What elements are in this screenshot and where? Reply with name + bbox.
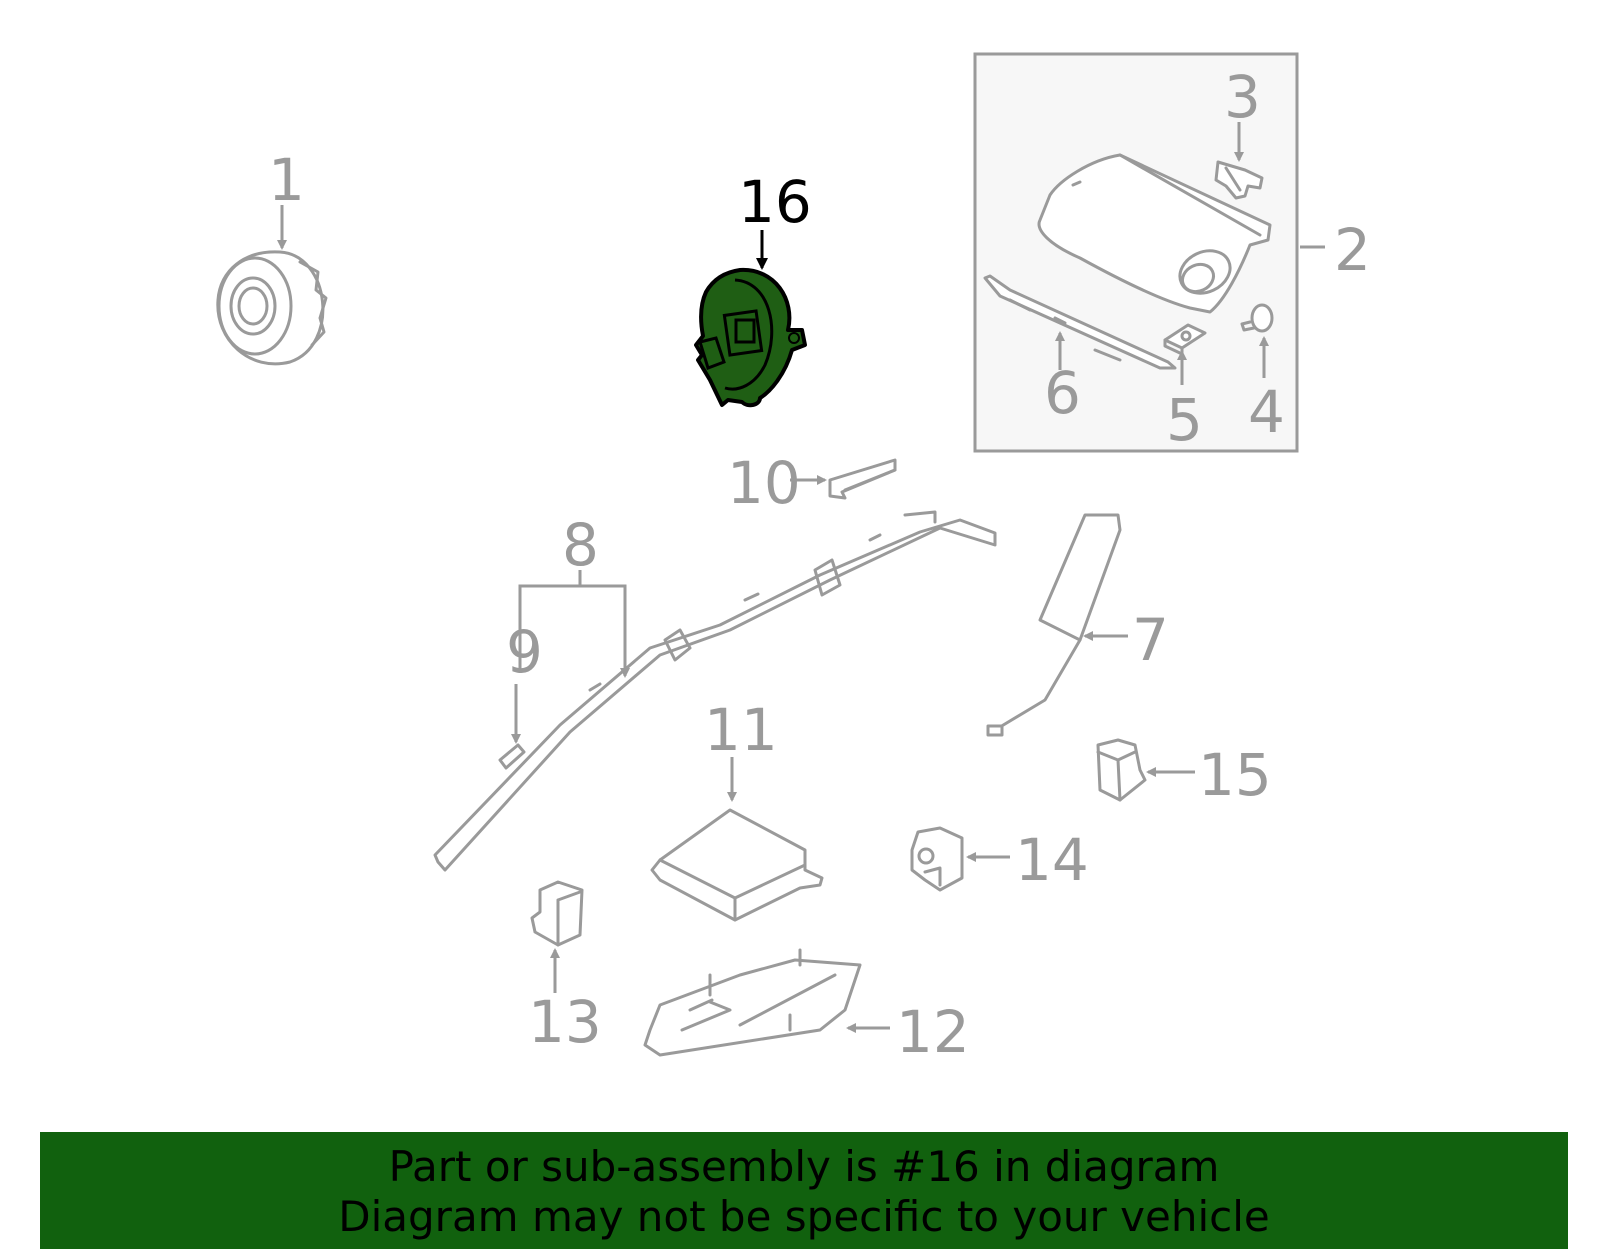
callout-16: 16 <box>738 168 812 236</box>
info-banner: Part or sub-assembly is #16 in diagram D… <box>40 1132 1568 1249</box>
callout-2: 2 <box>1334 216 1371 284</box>
callout-14: 14 <box>1015 826 1089 894</box>
part-15-sensor[interactable] <box>1096 738 1147 802</box>
part-2-passenger-airbag[interactable] <box>1037 153 1272 314</box>
callout-15: 15 <box>1198 741 1272 809</box>
callout-8: 8 <box>562 511 599 579</box>
part-8-curtain-airbag[interactable] <box>433 510 997 872</box>
callout-13: 13 <box>528 988 602 1056</box>
part-16-clockspring[interactable] <box>694 267 807 408</box>
callout-7: 7 <box>1132 606 1169 674</box>
banner-line-2: Diagram may not be specific to your vehi… <box>338 1192 1270 1241</box>
callout-6: 6 <box>1044 359 1081 427</box>
part-12-mounting-bracket[interactable] <box>643 948 862 1057</box>
callout-3: 3 <box>1224 63 1261 131</box>
part-10-bracket[interactable] <box>828 458 897 500</box>
callout-11: 11 <box>704 696 778 764</box>
part-3-clip[interactable] <box>1214 160 1264 200</box>
callout-5: 5 <box>1166 386 1203 454</box>
part-4-pin[interactable] <box>1240 303 1274 333</box>
callout-10: 10 <box>727 449 801 517</box>
part-6-bracket[interactable] <box>983 274 1177 370</box>
callout-9: 9 <box>506 618 543 686</box>
part-1-driver-airbag[interactable] <box>216 250 328 366</box>
part-7-sensor[interactable] <box>986 513 1122 737</box>
part-9-clip[interactable] <box>498 743 526 770</box>
banner-line-1: Part or sub-assembly is #16 in diagram <box>388 1142 1220 1191</box>
part-14-sensor[interactable] <box>910 826 964 892</box>
callout-12: 12 <box>896 998 970 1066</box>
callout-4: 4 <box>1248 378 1285 446</box>
part-11-control-module[interactable] <box>650 808 824 922</box>
part-13-sensor[interactable] <box>530 880 584 947</box>
callout-1: 1 <box>268 146 305 214</box>
